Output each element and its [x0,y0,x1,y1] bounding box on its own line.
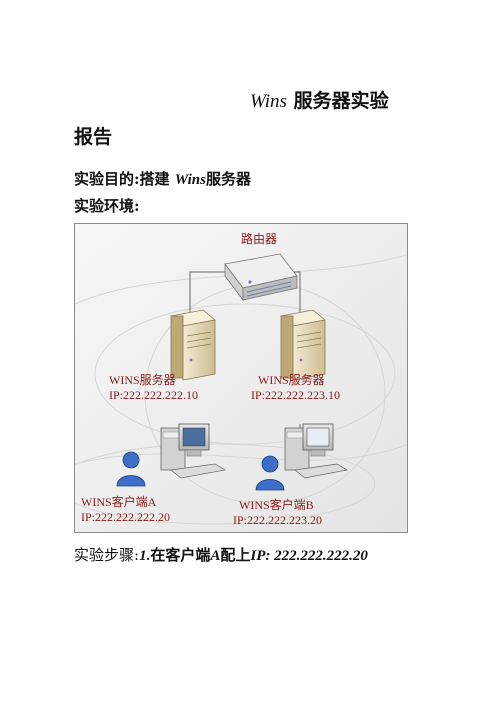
steps-text-en: A [210,548,221,564]
network-diagram-graphic [75,224,407,532]
server-a-ip: IP:222.222.222.10 [109,388,199,402]
client-a-computer-icon [160,423,226,479]
title-cn: 服务器实验 [293,90,389,112]
router-icon [224,253,298,302]
purpose-text-tail: 服务器 [205,170,251,188]
steps-ip: IP: 222.222.222.20 [250,548,368,564]
server-b-icon [280,309,326,381]
title-en: Wins [250,91,287,112]
client-b-ip: IP:222.222.223.20 [233,513,323,527]
steps-text-cn2: 配上 [220,546,251,564]
steps-text-cn: 在客户端 [150,546,211,564]
server-b-ip: IP:222.222.223.10 [251,388,341,402]
client-a-name: WINS客户端A [81,495,157,509]
purpose-text-en: Wins [174,172,206,188]
client-b-name: WINS客户端B [239,498,314,512]
client-b-computer-icon [284,423,348,479]
client-a-ip: IP:222.222.222.20 [81,510,171,524]
report-title: Wins 服务器实验 [250,86,389,113]
network-diagram: 路由器 WINS服务器 IP:222.222.222.10 WINS服务器 IP… [74,223,408,533]
router-label: 路由器 [241,232,278,246]
client-a-user-icon [116,451,146,487]
report-title-wrap: 报告 [74,126,113,148]
purpose-label: 实验目的: [74,170,140,188]
steps-number: 1. [139,548,151,564]
purpose-line: 实验目的:搭建 Wins服务器 [74,168,251,189]
steps-line: 实验步骤:1.在客户端A配上IP: 222.222.222.20 [74,544,368,565]
server-a-name: WINS服务器 [109,373,176,387]
steps-label: 实验步骤: [74,546,140,564]
purpose-text-cn: 搭建 [139,170,170,188]
environment-label: 实验环境: [74,197,140,215]
client-b-user-icon [255,455,285,491]
server-b-name: WINS服务器 [258,373,325,387]
server-a-icon [170,309,216,381]
